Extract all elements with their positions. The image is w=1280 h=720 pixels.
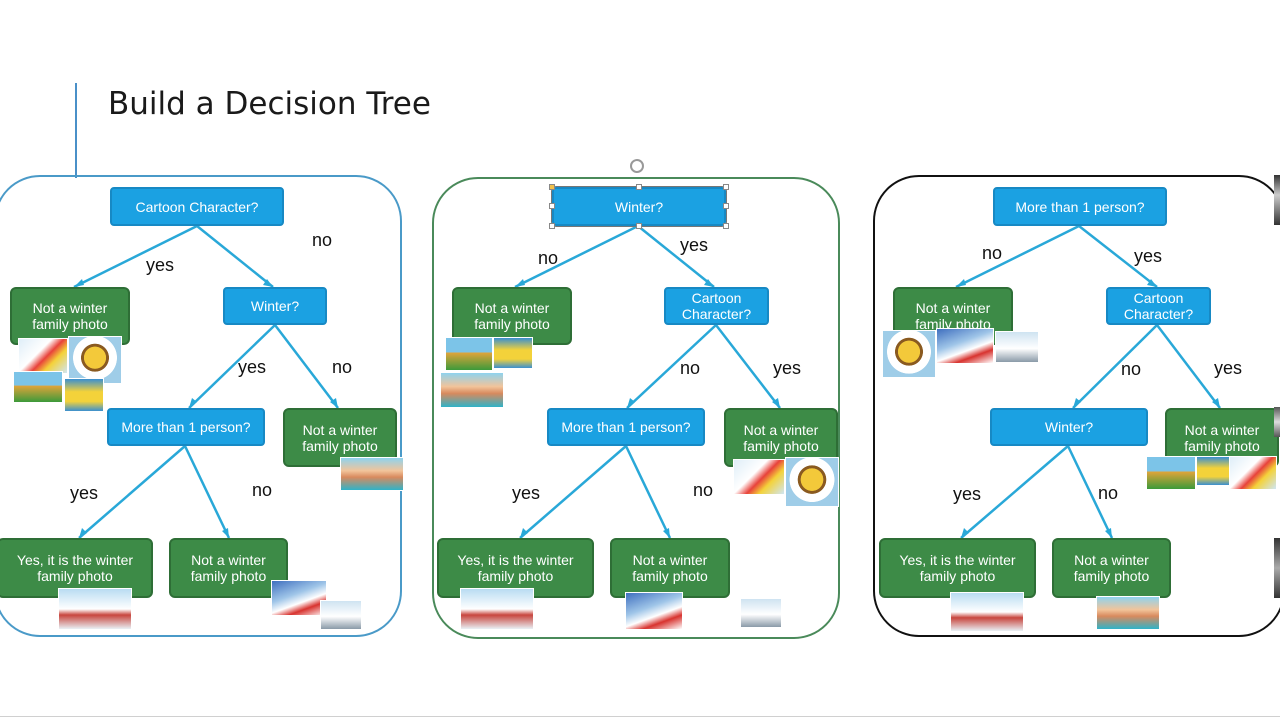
ski-family-thumbnail: [460, 588, 534, 630]
cartoon-family-thumbnail: [1146, 456, 1196, 490]
bottom-rule: [0, 716, 1280, 717]
homer-thumbnail: [68, 336, 122, 384]
clipped-edge-strip-top: [1274, 175, 1280, 225]
tree1-winter-question[interactable]: Winter?: [223, 287, 327, 325]
tree3-winter-question[interactable]: Winter?: [990, 408, 1148, 446]
cartoon-snow-thumbnail: [733, 459, 785, 495]
tree2-cartoon-question[interactable]: Cartoon Character?: [664, 287, 769, 325]
snow-slope-thumbnail: [320, 600, 362, 630]
tree3-root-no-label: no: [982, 243, 1003, 263]
tree1-root-yes-label: yes: [146, 255, 175, 275]
beach-family-thumbnail: [340, 457, 404, 491]
tree3-leaf-yes-winter[interactable]: Yes, it is the winter family photo: [879, 538, 1036, 598]
tree1-leaf-not-winter-a[interactable]: Not a winter family photo: [10, 287, 130, 345]
tree1-q2-no-label: no: [332, 357, 353, 377]
skier-thumbnail: [271, 580, 327, 616]
tree-panel-3: [873, 175, 1280, 637]
skier-thumbnail: [936, 328, 994, 364]
beach-family-thumbnail: [440, 372, 504, 408]
homer-thumbnail: [882, 330, 936, 378]
tree3-q3-no-label: no: [1098, 483, 1119, 503]
tree2-q3-no-label: no: [693, 480, 714, 500]
tree2-root-question[interactable]: Winter?: [551, 186, 727, 227]
tree3-root-question[interactable]: More than 1 person?: [993, 187, 1167, 226]
selection-handle-bottom[interactable]: [636, 223, 642, 229]
tree3-q2-no-label: no: [1121, 359, 1142, 379]
ski-family-thumbnail: [950, 592, 1024, 632]
selection-handle-top[interactable]: [636, 184, 642, 190]
selection-handle-bottom-right[interactable]: [723, 223, 729, 229]
tree3-leaf-not-winter-c[interactable]: Not a winter family photo: [1052, 538, 1171, 598]
tree1-root-no-label: no: [312, 230, 333, 250]
selection-handle-top-left[interactable]: [549, 184, 555, 190]
title-accent-line: [75, 83, 77, 178]
tree2-q2-no-label: no: [680, 358, 701, 378]
tree1-q2-yes-label: yes: [238, 357, 267, 377]
simpsons-thumbnail: [493, 337, 533, 369]
simpsons-thumbnail: [1196, 456, 1232, 486]
selection-handle-right[interactable]: [723, 203, 729, 209]
beach-family-thumbnail: [1096, 596, 1160, 630]
tree1-q3-yes-label: yes: [70, 483, 99, 503]
homer-thumbnail: [785, 457, 839, 507]
tree2-root-yes-label: yes: [680, 235, 709, 255]
tree-panel-1: [0, 175, 402, 637]
tree1-person-question[interactable]: More than 1 person?: [107, 408, 265, 446]
skier-thumbnail: [625, 592, 683, 630]
tree2-person-question[interactable]: More than 1 person?: [547, 408, 705, 446]
cartoon-snow-thumbnail: [18, 338, 68, 374]
tree1-q3-no-label: no: [252, 480, 273, 500]
clipped-edge-strip-bottom: [1274, 538, 1280, 598]
selection-handle-left[interactable]: [549, 203, 555, 209]
snow-slope-thumbnail: [740, 598, 782, 628]
tree2-q2-yes-label: yes: [773, 358, 802, 378]
snow-slope-thumbnail: [995, 331, 1039, 363]
tree1-root-question[interactable]: Cartoon Character?: [110, 187, 284, 226]
cartoon-family-thumbnail: [445, 337, 493, 371]
tree2-q3-yes-label: yes: [512, 483, 541, 503]
rotate-handle-icon[interactable]: [630, 159, 644, 173]
tree3-q3-yes-label: yes: [953, 484, 982, 504]
cartoon-snow-thumbnail: [1229, 456, 1277, 490]
slide-title: Build a Decision Tree: [108, 86, 431, 122]
simpsons-thumbnail: [64, 378, 104, 412]
ski-family-thumbnail: [58, 588, 132, 630]
tree1-leaf-not-winter-c[interactable]: Not a winter family photo: [169, 538, 288, 598]
tree3-q2-yes-label: yes: [1214, 358, 1243, 378]
clipped-edge-strip-middle: [1274, 407, 1280, 437]
selection-handle-top-right[interactable]: [723, 184, 729, 190]
selection-handle-bottom-left[interactable]: [549, 223, 555, 229]
tree2-root-no-label: no: [538, 248, 559, 268]
tree2-leaf-not-winter-c[interactable]: Not a winter family photo: [610, 538, 730, 598]
tree3-cartoon-question[interactable]: Cartoon Character?: [1106, 287, 1211, 325]
tree-panel-2: [432, 177, 840, 639]
tree3-root-yes-label: yes: [1134, 246, 1163, 266]
cartoon-family-thumbnail: [13, 371, 63, 403]
